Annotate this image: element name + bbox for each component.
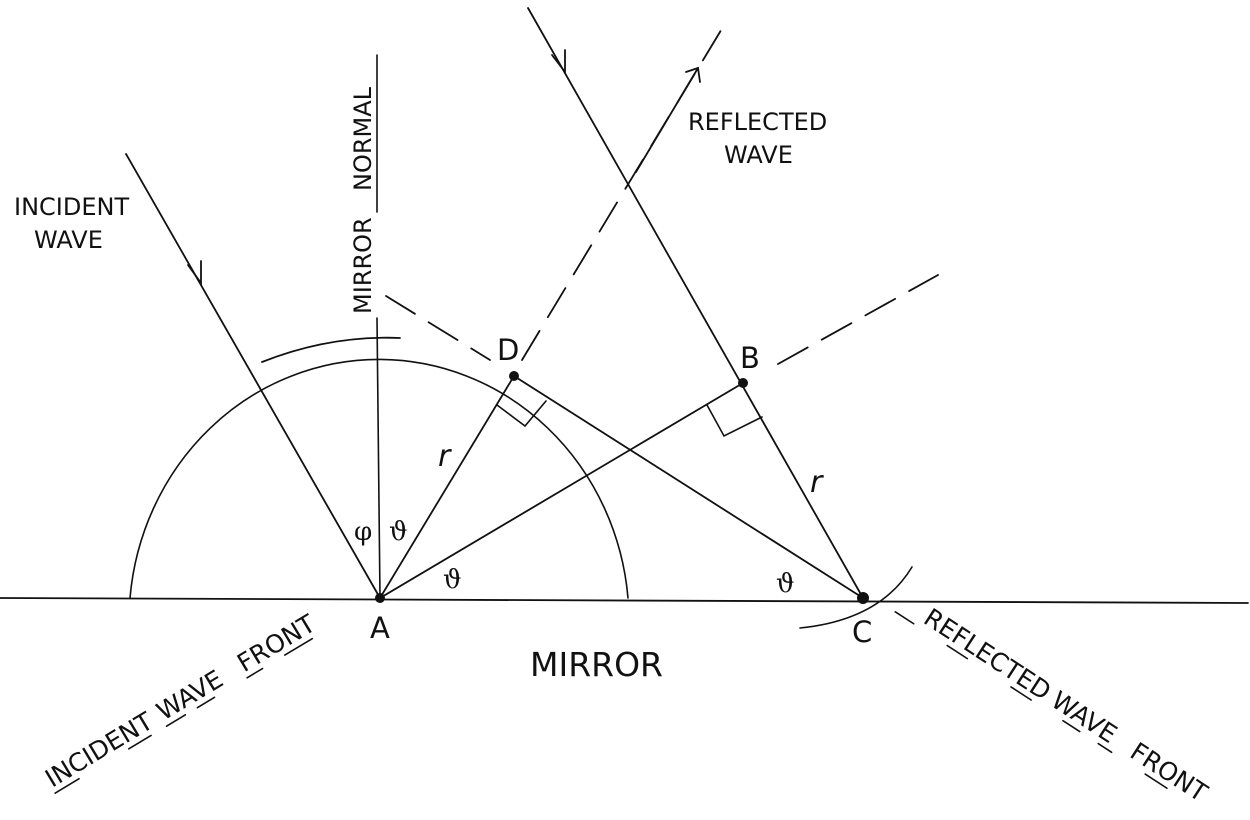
incident-wave-front-word2: WAVE xyxy=(152,664,228,726)
reflected-wave-front-word1: REFLECTED xyxy=(919,603,1056,706)
label-C: C xyxy=(852,615,872,649)
mirror-normal-word2: NORMAL xyxy=(349,86,377,191)
incident-wave-label-line2: WAVE xyxy=(34,226,103,254)
angle-theta-A-lower: ϑ xyxy=(443,565,462,595)
reflected-wave-label-line1: REFLECTED xyxy=(688,108,827,136)
mirror-normal-lower xyxy=(376,317,381,599)
reflected-wave-label-line2: WAVE xyxy=(724,141,793,169)
arc-highlight xyxy=(261,336,401,363)
wavefront-extension-B xyxy=(777,274,939,365)
point-B xyxy=(738,378,748,388)
right-angle-B xyxy=(706,404,763,438)
point-D xyxy=(509,371,519,381)
radius-r-BC: r xyxy=(810,465,824,500)
incident-wave-front-label: INCIDENT WAVE FRONT xyxy=(40,609,321,794)
incident-arrow-head-2 xyxy=(551,49,566,75)
radius-r-AD: r xyxy=(438,439,452,474)
label-D: D xyxy=(497,333,519,367)
incident-ray-to-A xyxy=(125,153,381,599)
segment-DC xyxy=(513,375,864,599)
mirror-line xyxy=(0,597,1249,604)
right-angle-D xyxy=(496,400,547,428)
incident-wave-front-word1: INCIDENT xyxy=(40,706,158,793)
reflected-wave-front-label: REFLECTED WAVE FRONT xyxy=(894,603,1213,808)
wavelet-arc-C xyxy=(799,566,913,629)
angle-theta-C: ϑ xyxy=(776,569,795,599)
reflected-wave-front-word2: WAVE xyxy=(1046,685,1122,748)
wavelet-arc-A xyxy=(129,358,629,599)
reflected-wave-front-word3: FRONT xyxy=(1125,737,1213,808)
angle-phi: φ xyxy=(354,517,372,547)
incident-wave-label-line1: INCIDENT xyxy=(14,193,129,221)
mirror-normal-word1: MIRROR xyxy=(349,217,377,314)
segment-AB xyxy=(379,382,744,599)
mirror-label: MIRROR xyxy=(530,645,663,684)
incident-ray-to-C xyxy=(527,7,864,599)
reflected-arrow-head xyxy=(685,66,701,83)
wavefront-extension-D xyxy=(385,295,491,361)
point-A xyxy=(375,593,385,603)
point-C xyxy=(857,592,869,604)
segment-AD xyxy=(379,375,515,599)
mirror-normal-label: MIRROR NORMAL xyxy=(349,86,377,314)
incident-arrow-head xyxy=(187,260,202,286)
angle-theta-A-upper: ϑ xyxy=(389,517,408,547)
reflected-ray-solid xyxy=(635,67,699,173)
label-B: B xyxy=(740,341,760,375)
label-A: A xyxy=(370,611,390,645)
incident-wave-front-word3: FRONT xyxy=(232,609,321,678)
